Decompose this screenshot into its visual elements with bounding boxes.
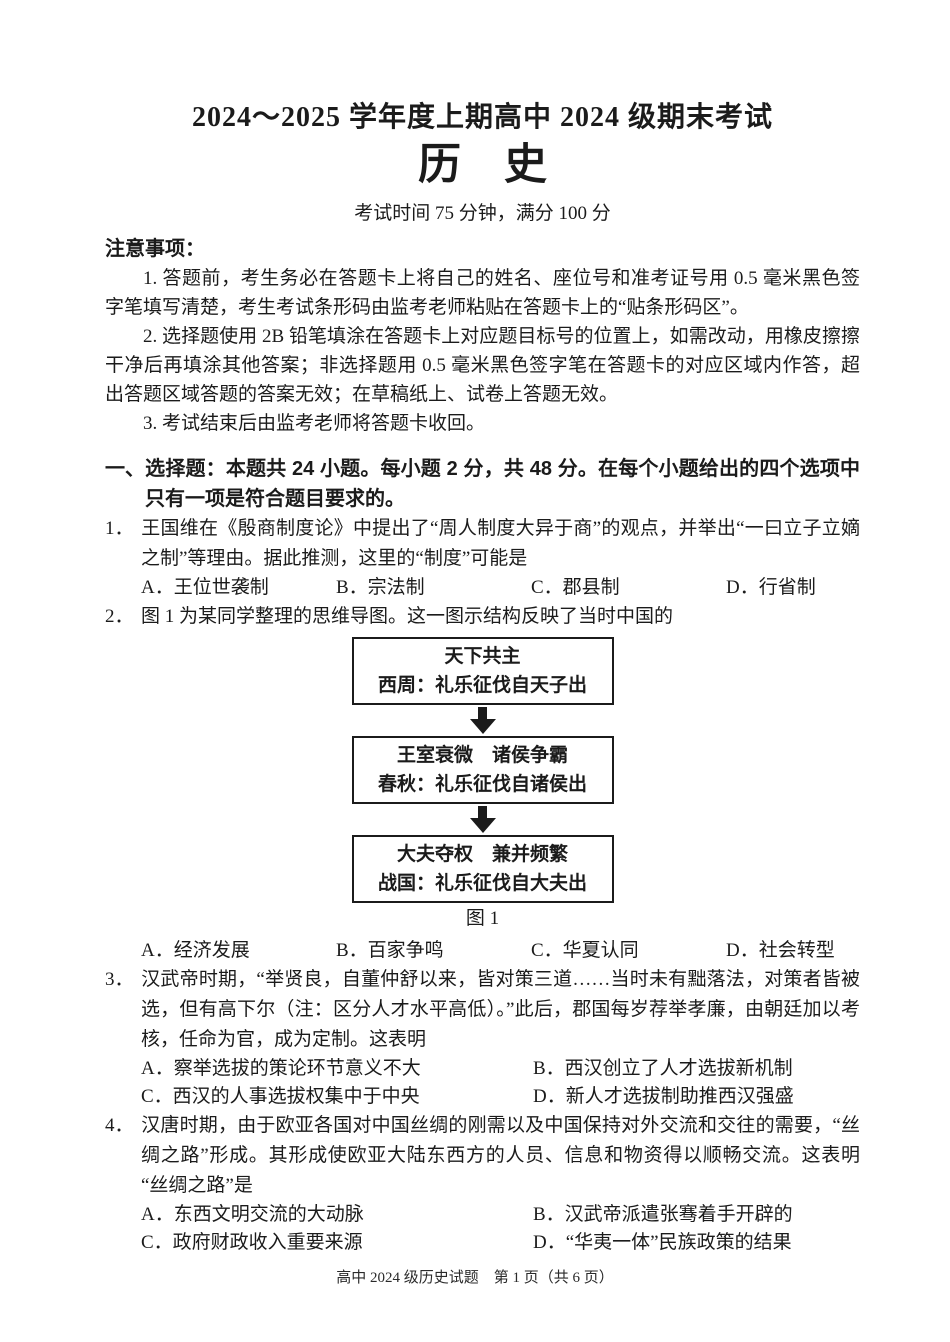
question-number: 2． <box>105 606 134 627</box>
section-heading: 一、选择题：本题共 24 小题。每小题 2 分，共 48 分。在每个小题给出的四… <box>105 454 860 514</box>
notice-section: 注意事项： 1. 答题前，考生务必在答题卡上将自己的姓名、座位号和准考证号用 0… <box>105 234 860 438</box>
down-arrow-icon <box>105 705 860 736</box>
question-stem: 1． 王国维在《殷商制度论》中提出了“周人制度大异于商”的观点，并举出“一曰立子立… <box>105 514 860 574</box>
options-row: A．东西文明交流的大动脉 B．汉武帝派遣张骞着手开辟的 <box>105 1201 860 1229</box>
option-d: D．新人才选拔制助推西汉强盛 <box>533 1086 794 1107</box>
option-d: D．行省制 <box>726 577 816 598</box>
option-b: B．宗法制 <box>336 577 425 598</box>
option-c: C．华夏认同 <box>531 940 639 961</box>
option-a: A．东西文明交流的大动脉 <box>141 1204 364 1225</box>
figure-1-mindmap: 天下共主 西周：礼乐征伐自天子出 王室衰微 诸侯争霸 春秋：礼乐征伐自诸侯出 大… <box>105 637 860 933</box>
question-stem: 4． 汉唐时期，由于欧亚各国对中国丝绸的刚需以及中国保持对外交流和交往的需要，“丝… <box>105 1111 860 1201</box>
question-stem: 2． 图 1 为某同学整理的思维导图。这一图示结构反映了当时中国的 <box>105 602 860 632</box>
figure-caption: 图 1 <box>465 908 500 929</box>
options-row: C．西汉的人事选拔权集中于中央 D．新人才选拔制助推西汉强盛 <box>105 1083 860 1111</box>
mindmap-box-spring-autumn: 王室衰微 诸侯争霸 春秋：礼乐征伐自诸侯出 <box>351 736 614 804</box>
option-d: D．社会转型 <box>726 940 835 961</box>
option-c: C．政府财政收入重要来源 <box>141 1232 363 1253</box>
question-stem: 3． 汉武帝时期，“举贤良，自董仲舒以来，皆对策三道……当时未有黜落法，对策者皆被… <box>105 965 860 1055</box>
question-2: 2． 图 1 为某同学整理的思维导图。这一图示结构反映了当时中国的 天下共主 西周… <box>105 602 860 965</box>
section-heading-text: 选择题：本题共 24 小题。每小题 2 分，共 48 分。在每个小题给出的四个选… <box>145 458 860 510</box>
question-3: 3． 汉武帝时期，“举贤良，自董仲舒以来，皆对策三道……当时未有黜落法，对策者皆被… <box>105 965 860 1111</box>
question-text: 汉武帝时期，“举贤良，自董仲舒以来，皆对策三道……当时未有黜落法，对策者皆被选，… <box>141 969 860 1050</box>
box-title: 天下共主 <box>444 646 521 667</box>
option-b: B．汉武帝派遣张骞着手开辟的 <box>533 1204 793 1225</box>
notice-item-2: 2. 选择题使用 2B 铅笔填涂在答题卡上对应题目标号的位置上，如需改动，用橡皮… <box>105 326 860 405</box>
notice-heading: 注意事项： <box>105 238 205 260</box>
question-text: 王国维在《殷商制度论》中提出了“周人制度大异于商”的观点，并举出“一曰立子立嫡之… <box>141 518 860 569</box>
section-number: 一、 <box>105 458 145 480</box>
box-subtitle: 战国：礼乐征伐自大夫出 <box>377 873 587 894</box>
notice-item-1: 1. 答题前，考生务必在答题卡上将自己的姓名、座位号和准考证号用 0.5 毫米黑… <box>105 268 860 318</box>
box-title: 大夫夺权 兼并频繁 <box>396 844 568 865</box>
question-1: 1． 王国维在《殷商制度论》中提出了“周人制度大异于商”的观点，并举出“一曰立子立… <box>105 514 860 602</box>
box-subtitle: 西周：礼乐征伐自天子出 <box>377 675 587 696</box>
options-row: C．政府财政收入重要来源 D．“华夷一体”民族政策的结果 <box>105 1229 860 1257</box>
option-c: C．郡县制 <box>531 577 620 598</box>
page-content: 2024～2025 学年度上期高中 2024 级期末考试 历 史 考试时间 75… <box>105 102 860 1257</box>
mindmap-box-warring-states: 大夫夺权 兼并频繁 战国：礼乐征伐自大夫出 <box>351 835 614 903</box>
question-number: 3． <box>105 969 134 990</box>
option-a: A．察举选拔的策论环节意义不大 <box>141 1058 421 1079</box>
page-footer: 高中 2024 级历史试题 第 1 页（共 6 页） <box>336 1270 614 1286</box>
option-d: D．“华夷一体”民族政策的结果 <box>533 1232 792 1253</box>
subject-title: 历 史 <box>418 142 547 189</box>
question-4: 4． 汉唐时期，由于欧亚各国对中国丝绸的刚需以及中国保持对外交流和交往的需要，“丝… <box>105 1111 860 1257</box>
option-b: B．百家争鸣 <box>336 940 444 961</box>
question-text: 图 1 为某同学整理的思维导图。这一图示结构反映了当时中国的 <box>141 606 674 627</box>
exam-info-line: 考试时间 75 分钟，满分 100 分 <box>354 203 611 224</box>
option-a: A．王位世袭制 <box>141 577 269 598</box>
options-row: A．经济发展 B．百家争鸣 C．华夏认同 D．社会转型 <box>105 937 860 965</box>
down-arrow-icon <box>105 804 860 835</box>
question-number: 1． <box>105 518 134 539</box>
option-c: C．西汉的人事选拔权集中于中央 <box>141 1086 420 1107</box>
options-row: A．察举选拔的策论环节意义不大 B．西汉创立了人才选拔新机制 <box>105 1055 860 1083</box>
exam-session-title: 2024～2025 学年度上期高中 2024 级期末考试 <box>191 102 773 133</box>
question-text: 汉唐时期，由于欧亚各国对中国丝绸的刚需以及中国保持对外交流和交往的需要，“丝绸之… <box>141 1115 860 1196</box>
box-title: 王室衰微 诸侯争霸 <box>396 745 568 766</box>
notice-item-3: 3. 考试结束后由监考老师将答题卡收回。 <box>143 413 486 434</box>
mindmap-box-western-zhou: 天下共主 西周：礼乐征伐自天子出 <box>351 637 614 705</box>
box-subtitle: 春秋：礼乐征伐自诸侯出 <box>377 774 587 795</box>
option-b: B．西汉创立了人才选拔新机制 <box>533 1058 793 1079</box>
options-row: A．王位世袭制 B．宗法制 C．郡县制 D．行省制 <box>105 574 860 602</box>
option-a: A．经济发展 <box>141 940 250 961</box>
question-number: 4． <box>105 1115 134 1136</box>
